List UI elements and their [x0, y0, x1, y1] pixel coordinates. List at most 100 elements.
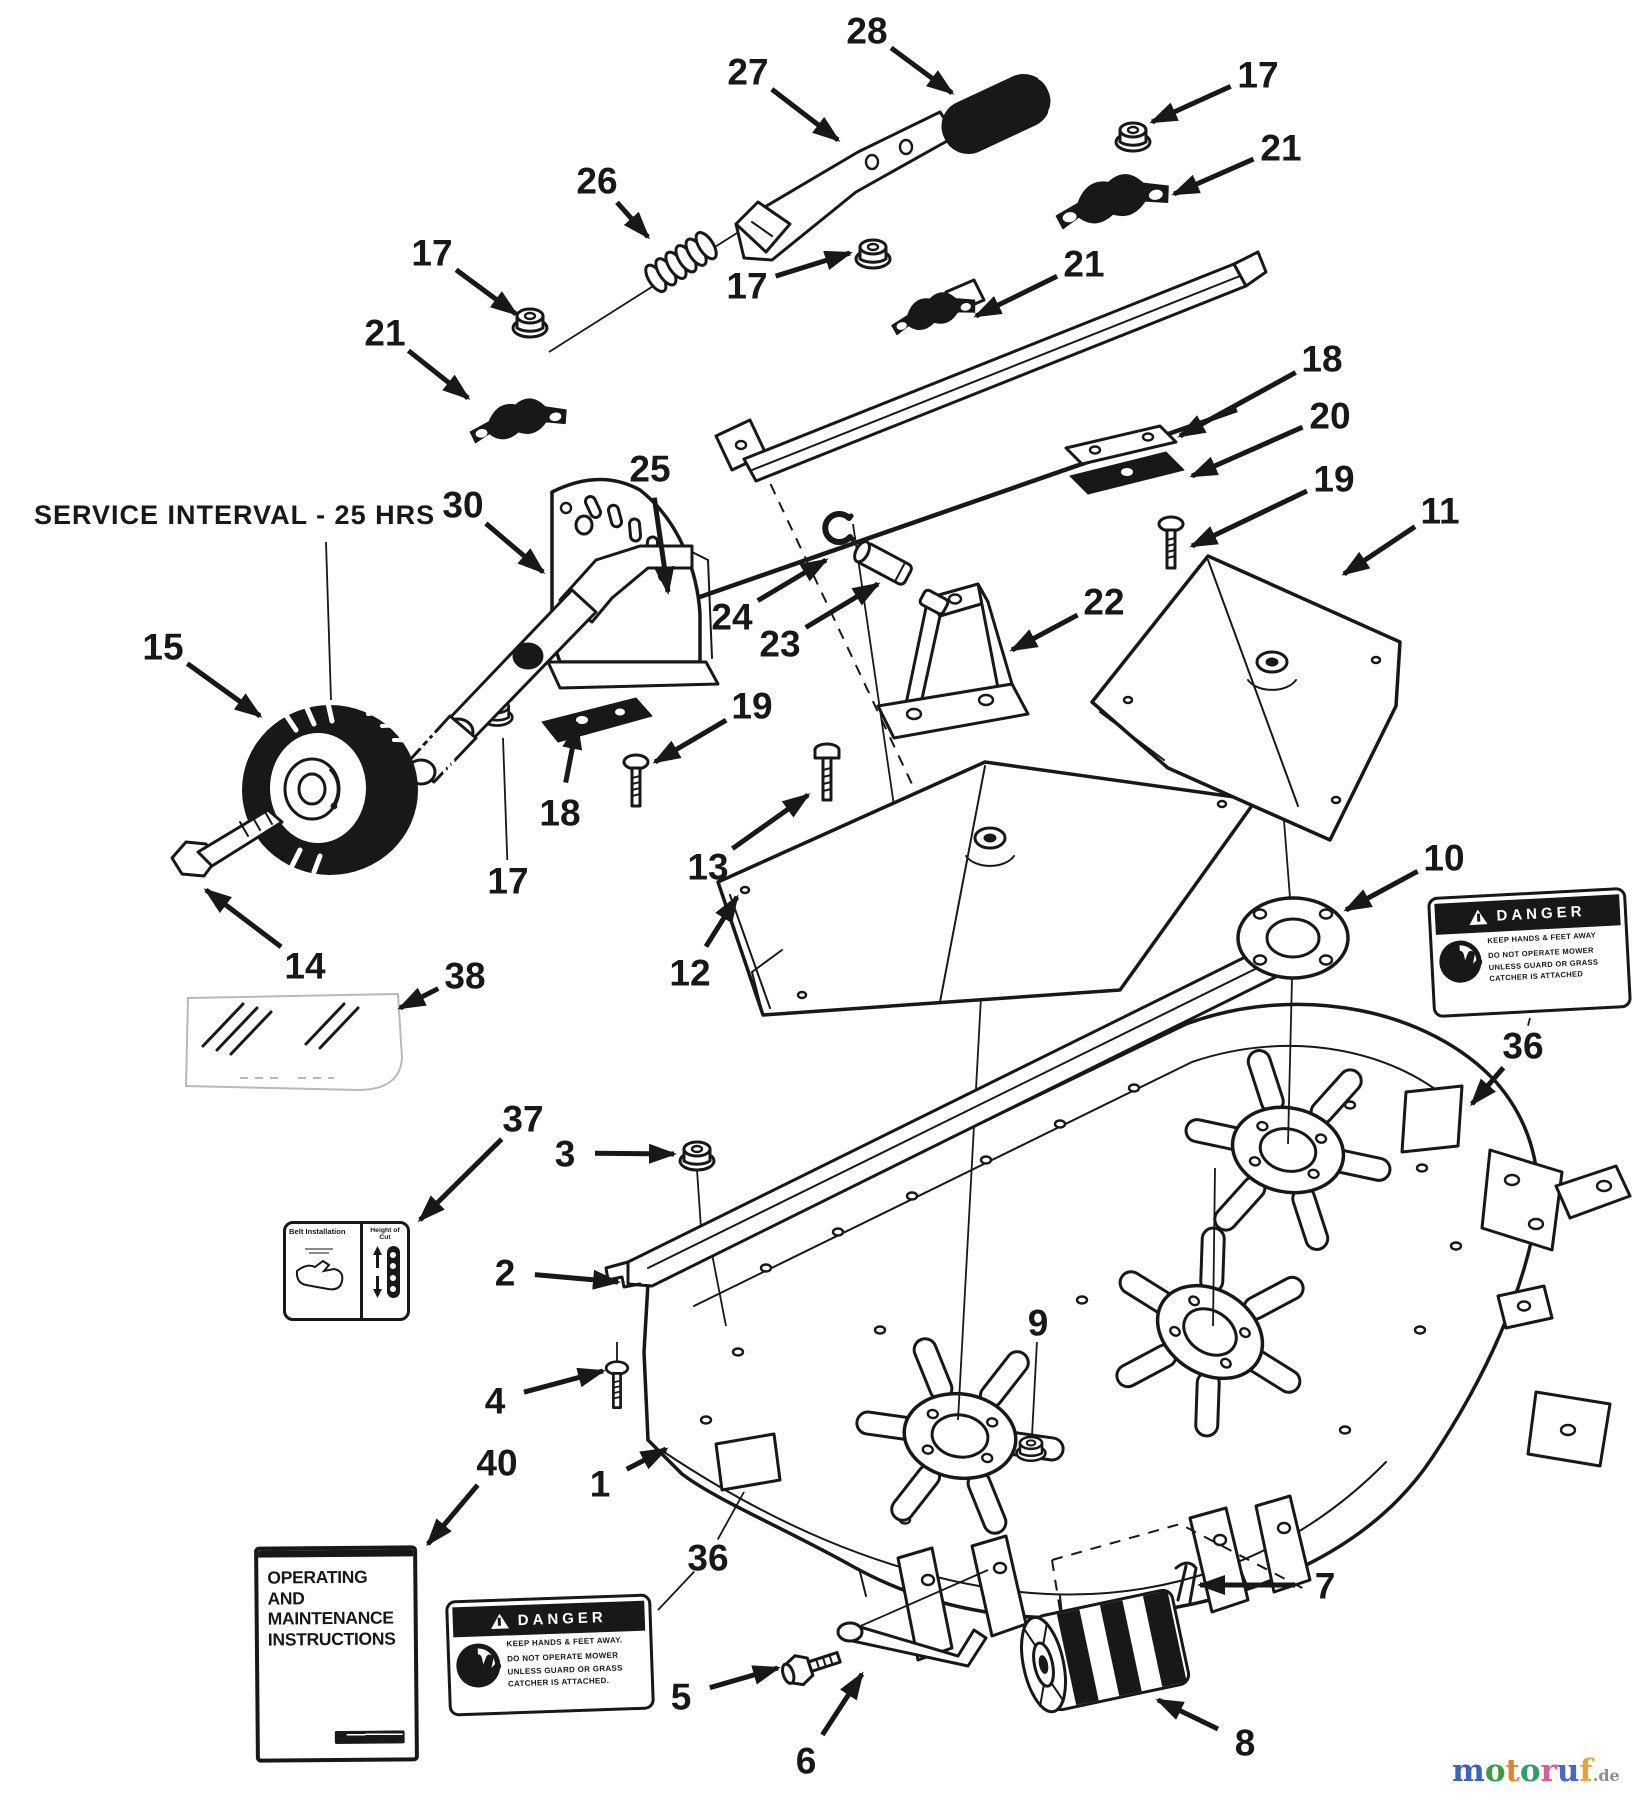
belt-cover-right [1090, 554, 1402, 842]
callout-38: 38 [444, 955, 485, 996]
callout-4: 4 [485, 1380, 506, 1421]
callout-17: 17 [726, 265, 767, 306]
hand-hazard-icon [456, 1643, 502, 1688]
callout-27: 27 [727, 51, 768, 92]
hand-hazard-icon [1439, 940, 1483, 983]
service-interval-note: SERVICE INTERVAL - 25 HRS [34, 500, 436, 530]
roller-bolt [781, 1651, 842, 1687]
callout-6: 6 [796, 1740, 817, 1781]
spring [644, 231, 718, 293]
belt-label-title: Belt Installation [289, 1227, 346, 1236]
wear-plate-right [1069, 451, 1185, 495]
deck-hanger-brackets [1480, 1148, 1632, 1468]
lift-shaft-tube [714, 250, 1268, 483]
idler-bracket [876, 582, 1030, 740]
belt-cover-left [716, 760, 1258, 1017]
mower-deck [642, 1002, 1632, 1662]
booklet-title: OPERATING AND MAINTENANCE INSTRUCTIONS [267, 1566, 396, 1650]
deck-bolt-holes [699, 1083, 1463, 1525]
callout-37: 37 [502, 1098, 543, 1139]
callout-17: 17 [487, 860, 528, 901]
publisher-logo [334, 1730, 405, 1745]
pin-tip [918, 588, 950, 616]
danger-label: DANGER KEEP HANDS & FEET AWAY. DO NOT OP… [445, 1593, 655, 1717]
watermark: motoruf.de [1452, 1756, 1620, 1787]
shaft-clamp [469, 398, 567, 444]
callout-21: 21 [1063, 243, 1104, 284]
callout-23: 23 [759, 623, 800, 664]
callout-18: 18 [539, 792, 580, 833]
callout-36: 36 [1502, 1025, 1543, 1066]
hex-bolt [813, 742, 841, 802]
callout-18: 18 [1301, 338, 1342, 379]
wear-plate-left [541, 697, 653, 743]
callout-30: 30 [442, 484, 483, 525]
danger-text: KEEP HANDS & FEET AWAY DO NOT OPERATE MO… [1487, 930, 1599, 984]
callout-25: 25 [629, 448, 670, 489]
callout-21: 21 [364, 312, 405, 353]
callout-11: 11 [1420, 490, 1459, 531]
alignment-lines [283, 220, 1311, 1649]
watermark-word: motoruf [1452, 1753, 1593, 1789]
screw [604, 1360, 630, 1409]
callout-10: 10 [1423, 837, 1464, 878]
hatched-chute-pane [184, 992, 404, 1092]
screw [1157, 515, 1185, 570]
flange-nut [511, 307, 549, 339]
callout-9: 9 [1028, 1302, 1049, 1343]
clevis-pin [853, 540, 913, 586]
callout-36: 36 [687, 1537, 728, 1578]
axle-bolt [170, 808, 284, 878]
belt-routing-sketch [295, 1247, 344, 1291]
danger-text: KEEP HANDS & FEET AWAY. DO NOT OPERATE M… [506, 1635, 623, 1689]
callout-22: 22 [1083, 581, 1124, 622]
deck-decal-left [714, 1432, 782, 1492]
warning-triangle-icon [490, 1612, 510, 1629]
callout-19: 19 [731, 685, 772, 726]
height-lever [405, 544, 694, 786]
callout-2: 2 [495, 1252, 516, 1293]
handle-grip [941, 73, 1055, 155]
flange-nut [1114, 121, 1152, 153]
spindle-star-plate [1184, 1049, 1392, 1251]
belt-installation-label: Belt Installation Height of Cut [283, 1221, 410, 1321]
callout-8: 8 [1235, 1722, 1256, 1763]
roller [1020, 1588, 1191, 1714]
callout-17: 17 [411, 232, 452, 273]
screw [622, 753, 650, 808]
callout-13: 13 [687, 846, 728, 887]
shaft-clamp [1055, 174, 1169, 230]
deck-decal-right [1400, 1084, 1464, 1154]
callout-12: 12 [669, 952, 710, 993]
watermark-suffix: .de [1592, 1766, 1620, 1785]
e-ring [822, 511, 855, 546]
flange-nut [854, 238, 892, 270]
callout-40: 40 [476, 1442, 517, 1483]
danger-label: DANGER KEEP HANDS & FEET AWAY DO NOT OPE… [1426, 886, 1633, 1019]
spacer-plate-right [1064, 424, 1178, 466]
callout-24: 24 [711, 596, 753, 637]
instruction-booklet: OPERATING AND MAINTENANCE INSTRUCTIONS [254, 1545, 419, 1763]
callout-3: 3 [555, 1133, 576, 1174]
callout-14: 14 [284, 945, 326, 986]
flange-nut [1015, 1435, 1047, 1463]
callout-5: 5 [671, 1676, 692, 1717]
callout-26: 26 [576, 160, 617, 201]
callout-17: 17 [1237, 54, 1278, 95]
callout-28: 28 [846, 10, 887, 51]
callout-20: 20 [1309, 395, 1350, 436]
cotter-pin [1174, 1561, 1198, 1604]
gauge-wheel [242, 700, 460, 875]
callout-21: 21 [1260, 127, 1301, 168]
spindle-flange [1236, 896, 1350, 980]
height-of-cut-title: Height of Cut [370, 1227, 400, 1242]
callout-15: 15 [142, 626, 183, 667]
callout-1: 1 [590, 1463, 611, 1504]
spindle-star-plate [1115, 1226, 1305, 1438]
callout-19: 19 [1313, 458, 1354, 499]
lift-handle [734, 110, 958, 262]
callout-7: 7 [1315, 1565, 1336, 1606]
